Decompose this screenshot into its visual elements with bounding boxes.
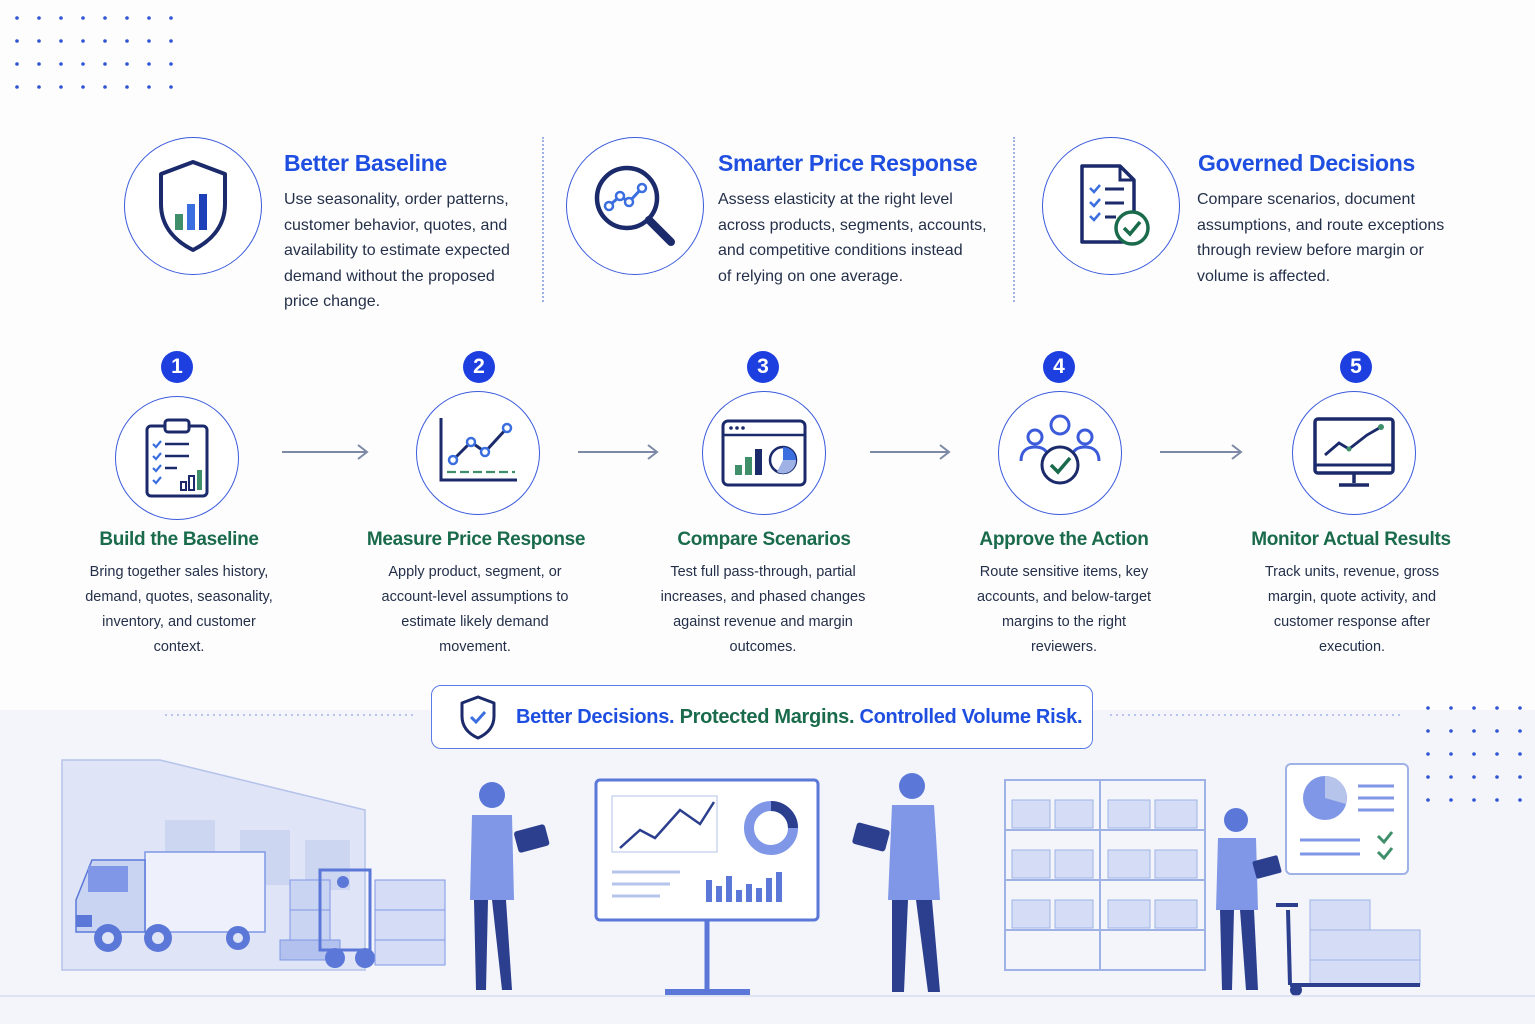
step-title: Measure Price Response (366, 529, 586, 550)
banner-part-decisions: Better Decisions. (516, 705, 675, 728)
step-number-badge: 1 (161, 351, 193, 383)
step-desc-line: margins to the right (1001, 614, 1127, 630)
monitor-trend-icon (1313, 417, 1395, 487)
flow-arrow-icon (578, 444, 659, 460)
step-description: Track units, revenue, gross margin, quot… (1237, 560, 1467, 660)
step-desc-line: inventory, and customer (102, 614, 256, 630)
feature-desc-line: demand without the proposed (284, 267, 495, 285)
step-desc-line: accounts, and below-target (976, 589, 1152, 605)
dot-grid-decoration (15, 16, 173, 89)
feature-desc-line: volume is affected. (1197, 267, 1331, 285)
line-chart-icon (439, 418, 517, 482)
summary-banner: Better Decisions. Protected Margins. Con… (431, 685, 1093, 749)
step-description: Apply product, segment, or account-level… (360, 560, 590, 660)
flow-arrow-icon (1160, 444, 1243, 460)
team-check-icon (1019, 414, 1101, 485)
shield-chart-icon (159, 160, 227, 252)
feature-desc-line: of relying on one average. (718, 267, 904, 285)
dashboard-icon (721, 419, 807, 487)
step-title: Monitor Actual Results (1251, 529, 1451, 550)
warehouse-illustration (0, 706, 1535, 1024)
feature-desc-line: through review before margin or (1197, 242, 1424, 259)
feature-desc-line: across products, segments, accounts, (718, 216, 987, 234)
feature-desc-line: customer behavior, quotes, and (284, 216, 508, 234)
step-desc-line: account-level assumptions to (381, 589, 569, 605)
step-desc-line: Bring together sales history, (89, 564, 269, 580)
feature-desc-line: price change. (284, 293, 381, 310)
flow-arrow-icon (870, 444, 951, 460)
step-number-badge: 5 (1340, 351, 1372, 383)
feature-separator (542, 137, 544, 302)
step-desc-line: execution. (1318, 639, 1386, 655)
feature-icon-circle-price-response (566, 137, 704, 275)
feature-desc-line: Use seasonality, order patterns, (284, 191, 509, 208)
step-desc-line: Test full pass-through, partial (670, 564, 856, 580)
step-desc-line: Track units, revenue, gross (1264, 564, 1440, 580)
feature-desc-line: assumptions, and route exceptions (1197, 216, 1445, 234)
step-title: Build the Baseline (99, 529, 259, 550)
step-icon-circle (115, 396, 239, 520)
step-desc-line: customer response after (1273, 614, 1431, 630)
step-title: Approve the Action (979, 529, 1149, 550)
step-number-badge: 3 (747, 351, 779, 383)
step-icon-circle (1292, 391, 1416, 515)
shield-check-icon (460, 695, 496, 740)
step-desc-line: increases, and phased changes (660, 589, 866, 605)
feature-description: Assess elasticity at the right level acr… (718, 187, 987, 289)
step-desc-line: Apply product, segment, or (388, 564, 562, 580)
step-desc-line: margin, quote activity, and (1267, 589, 1437, 605)
step-desc-line: against revenue and margin (673, 614, 853, 630)
feature-icon-circle-governed (1042, 137, 1180, 275)
banner-text: Better Decisions. Protected Margins. Con… (516, 705, 1083, 729)
step-icon-circle (702, 391, 826, 515)
feature-desc-line: Compare scenarios, document (1197, 191, 1415, 208)
magnifier-trend-icon (594, 165, 675, 246)
step-desc-line: estimate likely demand (401, 614, 549, 630)
step-desc-line: reviewers. (1030, 639, 1098, 655)
feature-desc-line: availability to estimate expected (284, 242, 510, 259)
step-description: Test full pass-through, partial increase… (648, 560, 878, 660)
step-icon-circle (416, 391, 540, 515)
feature-description: Compare scenarios, document assumptions,… (1197, 187, 1444, 289)
step-desc-line: outcomes. (729, 639, 797, 655)
flow-arrow-icon (282, 444, 369, 460)
step-description: Route sensitive items, key accounts, and… (949, 560, 1179, 660)
step-icon-circle (998, 391, 1122, 515)
feature-title: Governed Decisions (1198, 150, 1416, 176)
feature-separator (1013, 137, 1015, 302)
feature-title: Smarter Price Response (718, 150, 978, 176)
step-desc-line: context. (153, 639, 205, 655)
feature-icon-circle-baseline (124, 137, 262, 275)
feature-desc-line: and competitive conditions instead (718, 242, 963, 259)
step-number-badge: 4 (1043, 351, 1075, 383)
banner-part-volume: Controlled Volume Risk. (859, 705, 1083, 728)
feature-desc-line: Assess elasticity at the right level (718, 191, 953, 208)
step-desc-line: demand, quotes, seasonality, (85, 589, 273, 605)
dot-grid-decoration (1426, 706, 1522, 802)
step-description: Bring together sales history, demand, qu… (64, 560, 294, 660)
banner-part-margins: Protected Margins. (679, 705, 855, 728)
feature-title: Better Baseline (284, 150, 447, 176)
clipboard-chart-icon (145, 418, 209, 498)
step-desc-line: movement. (439, 639, 511, 655)
step-number-badge: 2 (463, 351, 495, 383)
step-desc-line: Route sensitive items, key (979, 564, 1149, 580)
document-check-icon (1080, 164, 1150, 246)
feature-description: Use seasonality, order patterns, custome… (284, 187, 510, 315)
step-title: Compare Scenarios (677, 529, 851, 550)
